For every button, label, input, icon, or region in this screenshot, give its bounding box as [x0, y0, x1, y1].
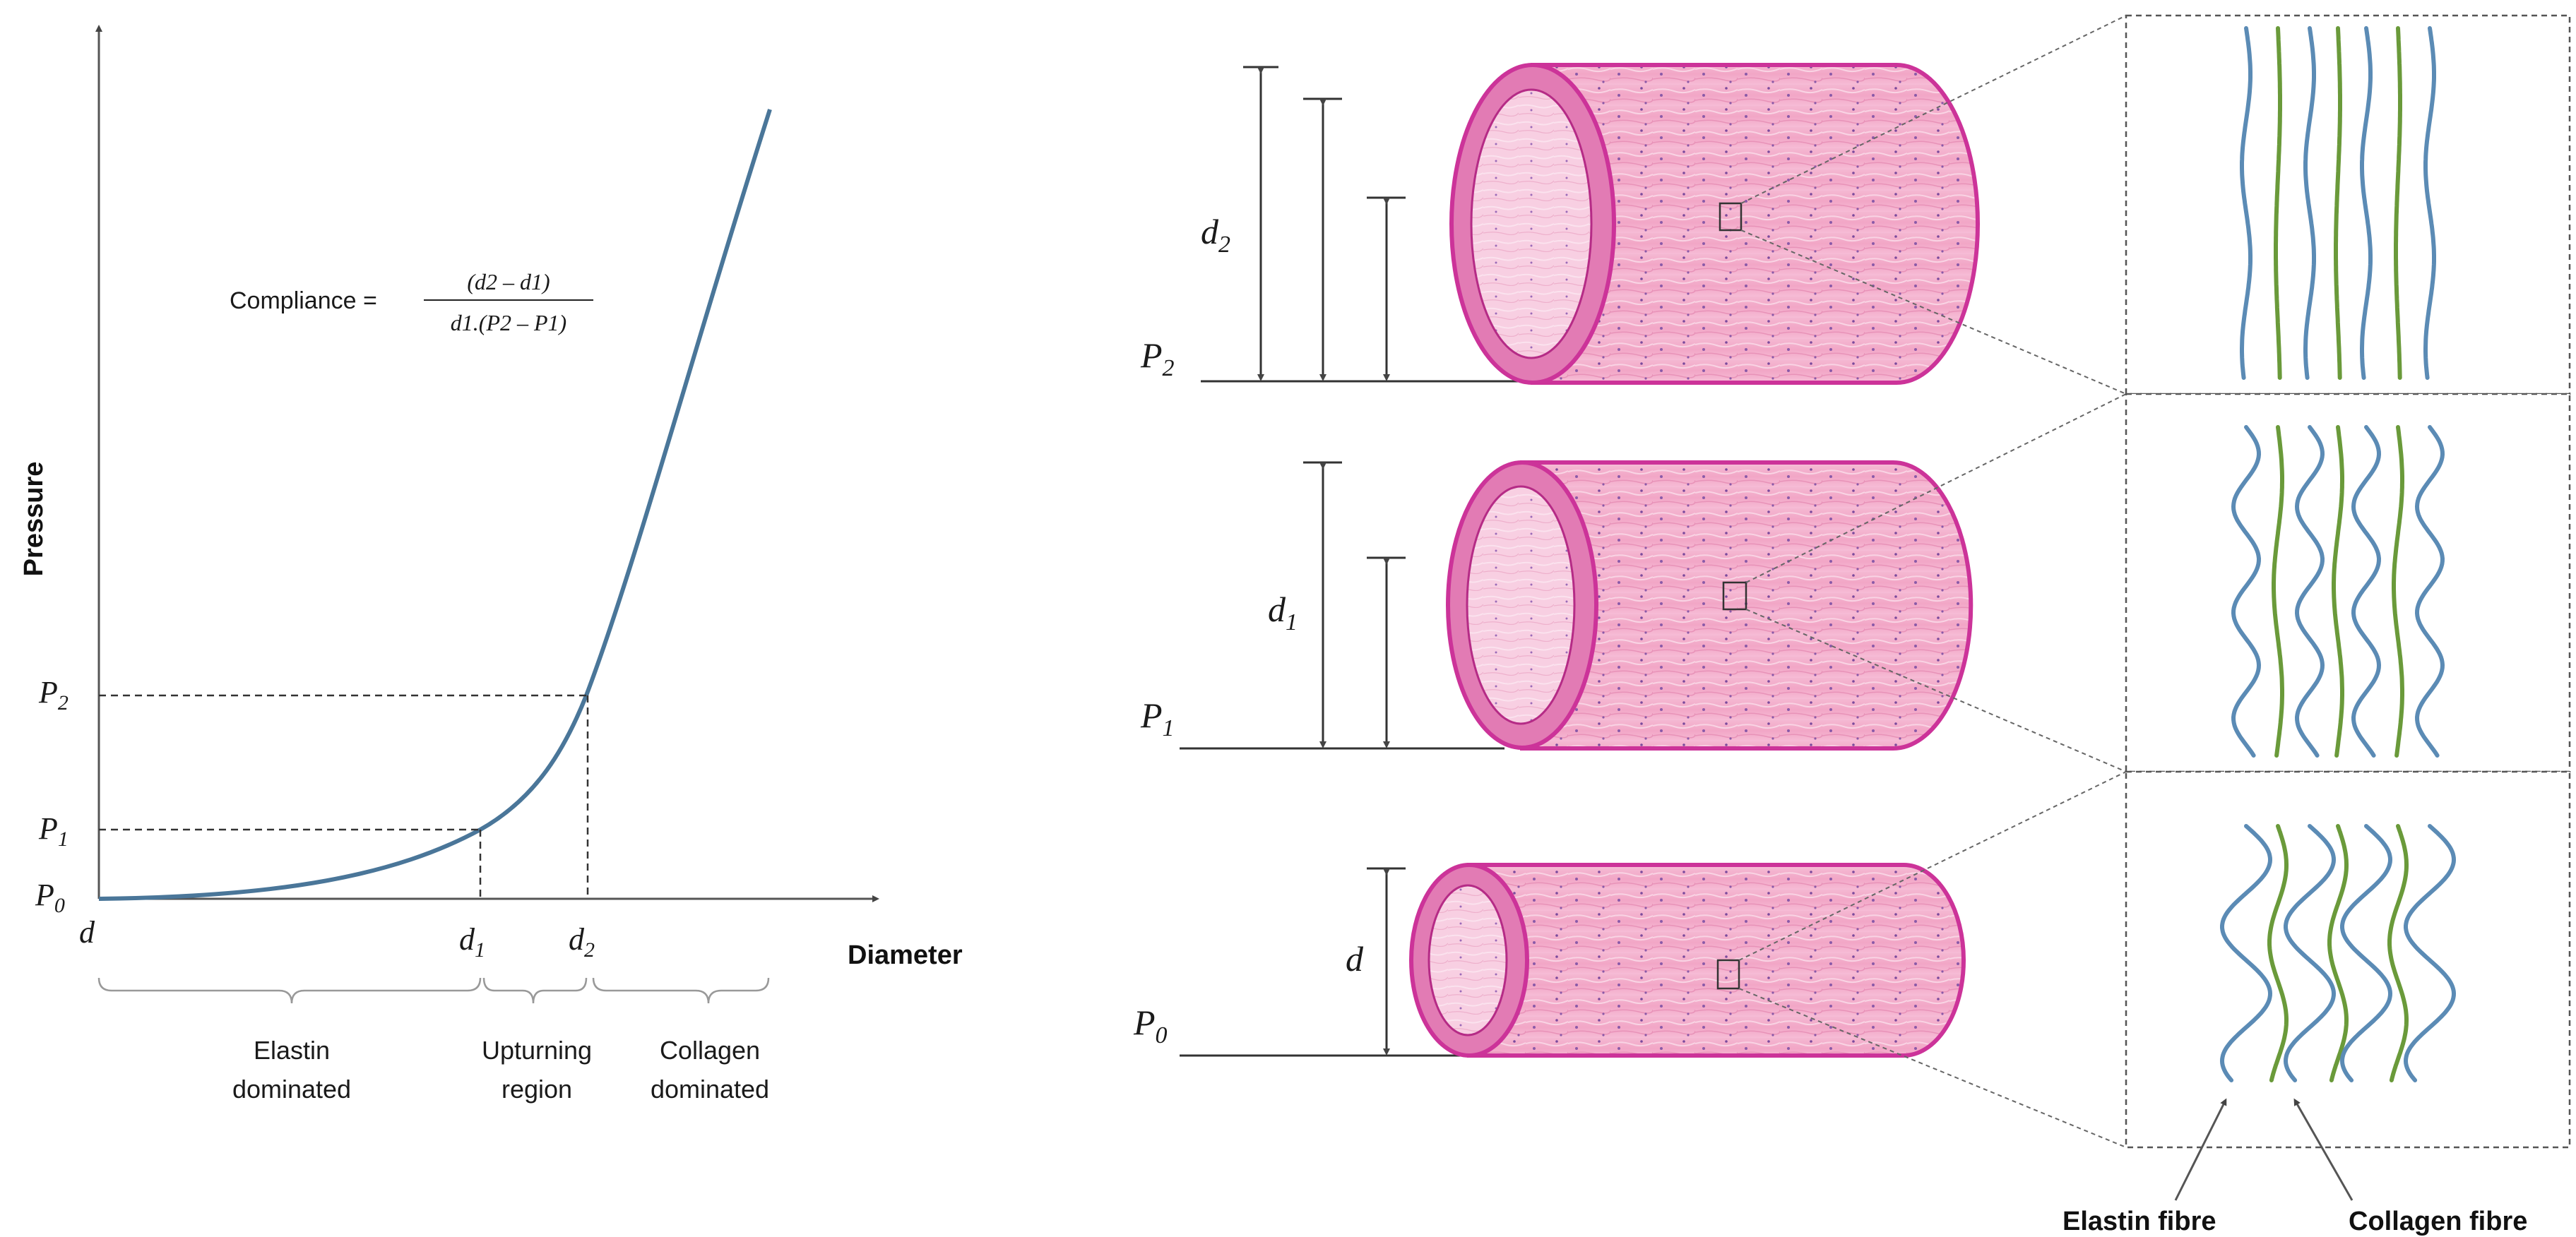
- guide-lines: [99, 694, 589, 899]
- collagen-fibre: [2387, 824, 2409, 1082]
- fibre-panel-bottom: [2125, 770, 2571, 1149]
- elastin-fibre: [2403, 824, 2457, 1082]
- region-braces: [97, 977, 770, 1004]
- pressure-diameter-curve: [98, 109, 772, 901]
- region-upturning-line2: region: [501, 1075, 572, 1104]
- elastin-fibre: [2303, 26, 2316, 380]
- y-tick-p1: P1: [38, 811, 69, 851]
- region-elastin-line2: dominated: [232, 1075, 351, 1104]
- vessel-p2-pressure-label: P2: [1140, 335, 1175, 381]
- elastin-fibre: [2339, 824, 2393, 1082]
- vessel-p2: d2 P2: [1140, 15, 2127, 395]
- dimension-arrows-p2: [1243, 66, 1406, 381]
- region-elastin-line1: Elastin: [254, 1036, 330, 1065]
- region-collagen-line2: dominated: [651, 1075, 769, 1104]
- collagen-fibre: [2327, 824, 2349, 1082]
- vessel-p2-lumen: [1470, 88, 1593, 359]
- fibre-panels: [2125, 14, 2571, 1149]
- collagen-fibre: [2392, 425, 2404, 758]
- x-tick-d: d: [79, 915, 95, 950]
- collagen-fibre-label: Collagen fibre: [2349, 1207, 2527, 1236]
- pressure-diameter-chart: Pressure Diameter P2 P1 P0 d d1 d2 Compl…: [19, 25, 963, 1104]
- collagen-fibre: [2334, 26, 2342, 380]
- vessel-p2-diameter-label: d2: [1201, 212, 1230, 258]
- collagen-fibre: [2267, 824, 2289, 1082]
- vessel-p0-lumen: [1428, 884, 1508, 1036]
- elastin-fibre-label: Elastin fibre: [2062, 1207, 2216, 1236]
- vessel-p1-pressure-label: P1: [1140, 695, 1175, 741]
- fibres-relaxed: [2219, 824, 2457, 1082]
- x-tick-d1: d1: [459, 922, 485, 962]
- y-tick-p2: P2: [38, 675, 69, 715]
- elastin-pointer-arrow: [2174, 1098, 2227, 1201]
- y-axis-label: Pressure: [19, 462, 49, 577]
- x-tick-d2: d2: [569, 922, 595, 962]
- fibres-partially-stretched: [2231, 425, 2445, 758]
- elastin-fibre: [2423, 26, 2436, 380]
- vessel-p0-sample-box: [1716, 959, 1740, 990]
- region-collagen-line1: Collagen: [660, 1036, 760, 1065]
- elastin-fibre: [2283, 824, 2337, 1082]
- vessel-p1-diameter-label: d1: [1268, 590, 1298, 635]
- elastin-fibre: [2231, 425, 2262, 758]
- dimension-arrows-p1: [1303, 461, 1406, 748]
- vessel-p2-body: [1531, 63, 1980, 385]
- dimension-arrows-p0: [1367, 867, 1406, 1056]
- formula-denominator: d1.(P2 – P1): [451, 310, 566, 335]
- vessel-p1-lumen: [1466, 485, 1576, 725]
- fibre-panel-top: [2125, 14, 2571, 395]
- vessel-p1: d1 P1: [1140, 393, 2127, 772]
- collagen-pointer-arrow: [2293, 1098, 2354, 1201]
- x-axis-label: Diameter: [848, 940, 963, 970]
- formula-prefix: Compliance =: [230, 287, 377, 314]
- collagen-fibre: [2274, 26, 2282, 380]
- fibre-panel-middle: [2125, 393, 2571, 773]
- fibre-labels: Elastin fibre Collagen fibre: [2062, 1098, 2527, 1236]
- vessel-p0: d P0: [1133, 771, 2127, 1148]
- vessel-p0-body: [1467, 863, 1966, 1058]
- elastin-fibre: [2294, 425, 2325, 758]
- region-upturning-line1: Upturning: [482, 1036, 592, 1065]
- elastin-fibre: [2240, 26, 2252, 380]
- compliance-formula: Compliance = (d2 – d1) d1.(P2 – P1): [230, 269, 593, 335]
- vessel-p0-pressure-label: P0: [1133, 1003, 1168, 1048]
- elastin-fibre: [2414, 425, 2445, 758]
- collagen-fibre: [2394, 26, 2402, 380]
- vessel-p1-sample-box: [1722, 581, 1747, 611]
- fibres-stretched: [2240, 26, 2436, 380]
- collagen-fibre: [2272, 425, 2284, 758]
- elastin-fibre: [2351, 425, 2382, 758]
- formula-numerator: (d2 – d1): [467, 269, 550, 294]
- vessel-p0-diameter-label: d: [1346, 939, 1364, 979]
- elastin-fibre: [2360, 26, 2373, 380]
- collagen-fibre: [2332, 425, 2344, 758]
- y-tick-p0: P0: [35, 878, 65, 917]
- elastin-fibre: [2219, 824, 2273, 1082]
- vessel-p2-sample-box: [1719, 202, 1743, 232]
